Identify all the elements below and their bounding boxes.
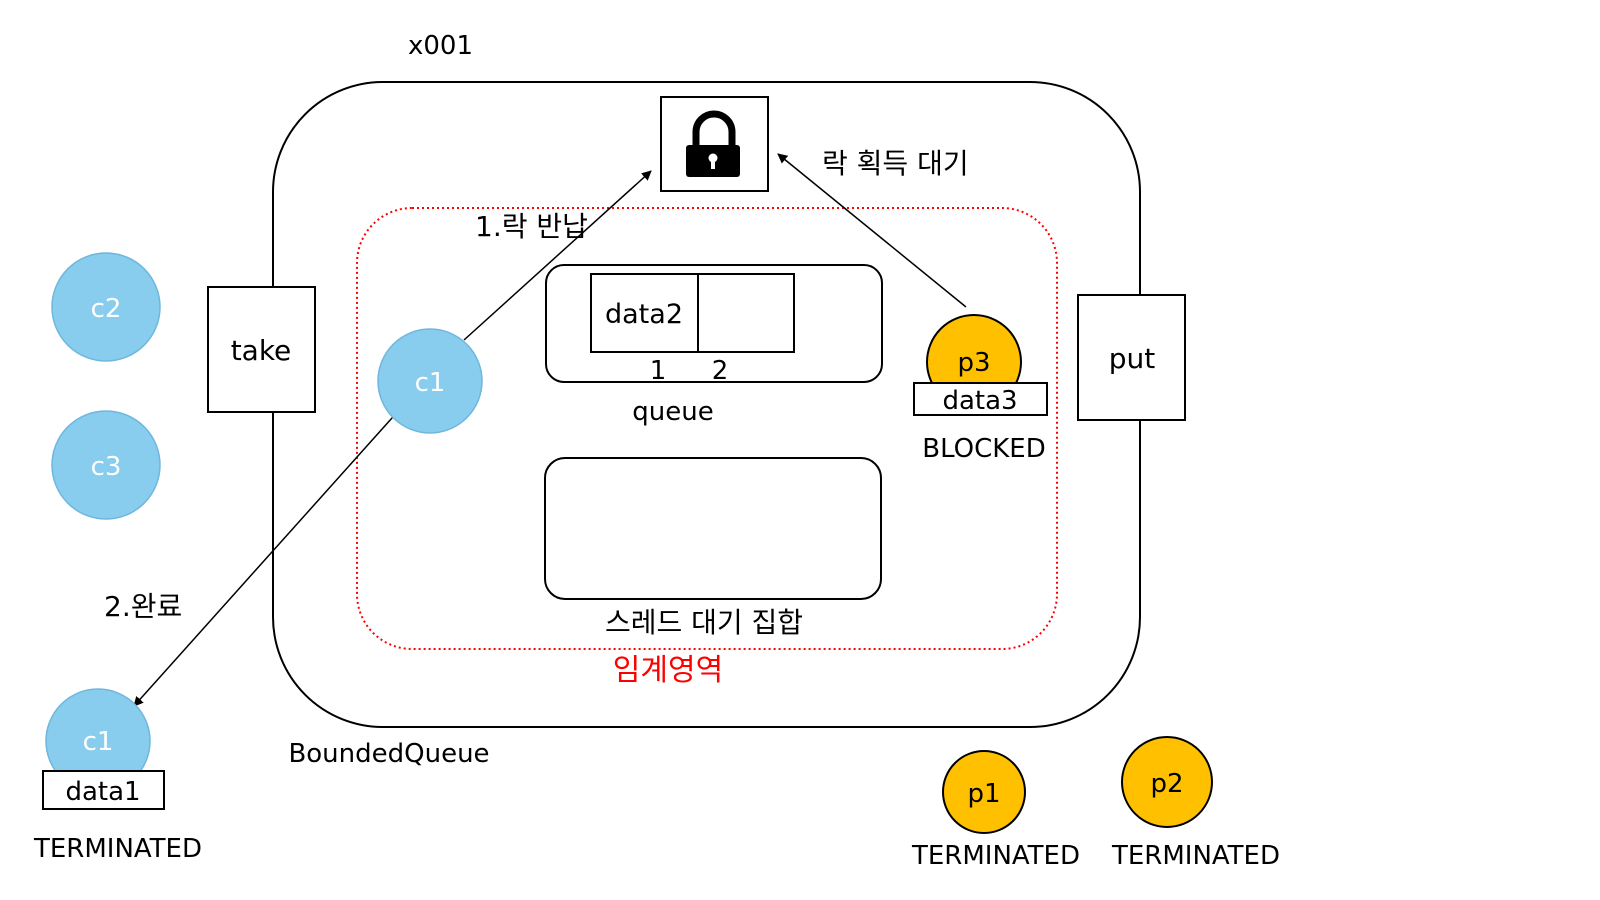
consumer-c1-done-label: c1 [83, 727, 114, 757]
producer-p1-state: TERMINATED [911, 841, 1080, 871]
queue-slot-1-index: 1 [650, 356, 667, 386]
wait-set-label: 스레드 대기 집합 [605, 606, 803, 639]
lock-wait-arrow [777, 153, 967, 308]
complete-label: 2.완료 [104, 590, 182, 623]
object-id-label: x001 [408, 31, 473, 61]
class-name-label: BoundedQueue [288, 739, 489, 769]
return-lock-label: 1.락 반납 [475, 210, 588, 243]
queue-slot-2-index: 2 [712, 356, 729, 386]
critical-section-label: 임계영역 [613, 653, 723, 688]
take-method-box [207, 286, 316, 413]
consumer-c3-label: c3 [91, 452, 122, 482]
consumer-c1-state: TERMINATED [33, 834, 202, 864]
consumer-c1-active [377, 328, 483, 434]
producer-p2-label: p2 [1150, 769, 1183, 799]
producer-p3-data-box [913, 382, 1048, 416]
consumer-c3 [51, 410, 161, 520]
lock-wait-label: 락 획득 대기 [822, 147, 969, 180]
consumer-c2-label: c2 [91, 294, 122, 324]
producer-p3-data: data3 [942, 386, 1017, 416]
take-method-label: take [231, 334, 292, 367]
consumer-c1-data: data1 [65, 777, 140, 807]
queue-slot-2 [697, 273, 795, 353]
put-method-box [1077, 294, 1186, 421]
complete-arrow [133, 407, 402, 707]
producer-p3-state: BLOCKED [922, 434, 1046, 464]
producer-p2 [1121, 736, 1213, 828]
consumer-c2 [51, 252, 161, 362]
producer-p1-label: p1 [967, 779, 1000, 809]
put-method-label: put [1109, 342, 1156, 375]
lock-icon [686, 110, 740, 177]
queue-slot-1-value: data2 [605, 299, 683, 330]
consumer-c1-active-label: c1 [415, 368, 446, 398]
return-lock-arrow [463, 170, 652, 341]
queue-box [545, 264, 883, 383]
producer-p3-label: p3 [957, 348, 990, 378]
producer-p2-state: TERMINATED [1111, 841, 1280, 871]
consumer-c1-data-box [42, 770, 165, 810]
queue-label: queue [632, 397, 713, 427]
producer-p1 [942, 750, 1026, 834]
wait-set-box [544, 457, 882, 600]
